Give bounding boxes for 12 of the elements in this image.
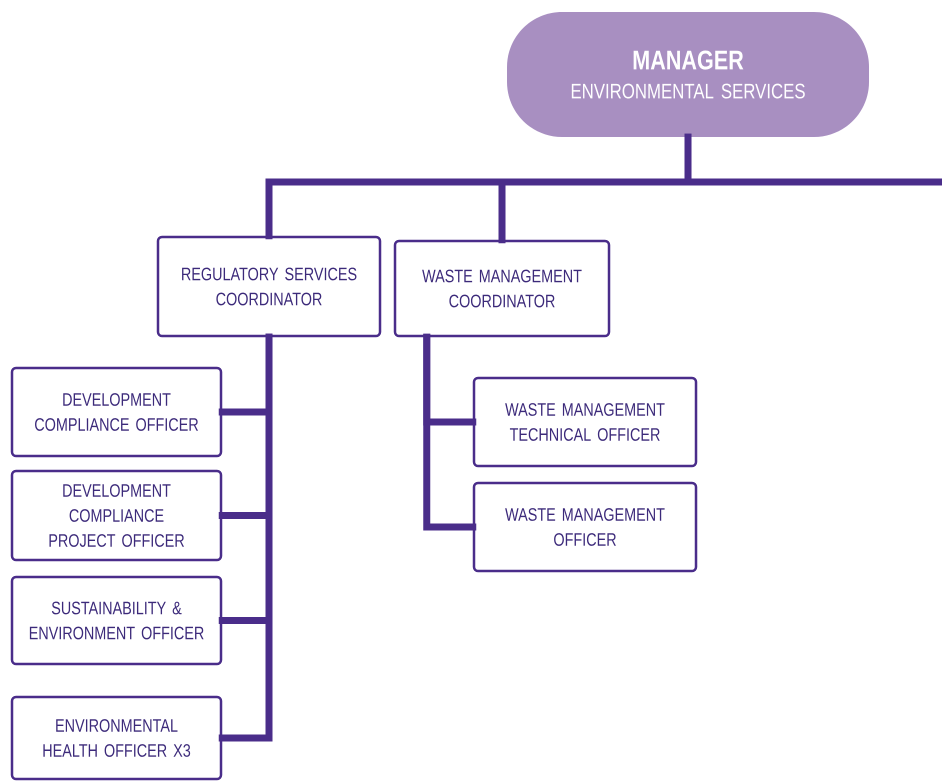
role-box: DEVELOPMENT COMPLIANCE PROJECT OFFICER	[10, 470, 222, 562]
role-box: ENVIRONMENTAL HEALTH OFFICER X3	[10, 696, 222, 780]
connector-line	[423, 334, 476, 530]
role-box: WASTE MANAGEMENT TECHNICAL OFFICER	[472, 376, 698, 468]
role-box: REGULATORY SERVICES COORDINATOR	[156, 236, 382, 338]
role-box: SUSTAINABILITY & ENVIRONMENT OFFICER	[10, 576, 222, 666]
manager-box: MANAGER ENVIRONMENTAL SERVICES	[507, 12, 869, 137]
connector-line	[684, 134, 942, 186]
role-box: WASTE MANAGEMENT OFFICER	[472, 482, 698, 572]
connector-line	[218, 334, 272, 742]
role-box: WASTE MANAGEMENT COORDINATOR	[394, 240, 610, 338]
role-box: DEVELOPMENT COMPLIANCE OFFICER	[10, 366, 222, 458]
